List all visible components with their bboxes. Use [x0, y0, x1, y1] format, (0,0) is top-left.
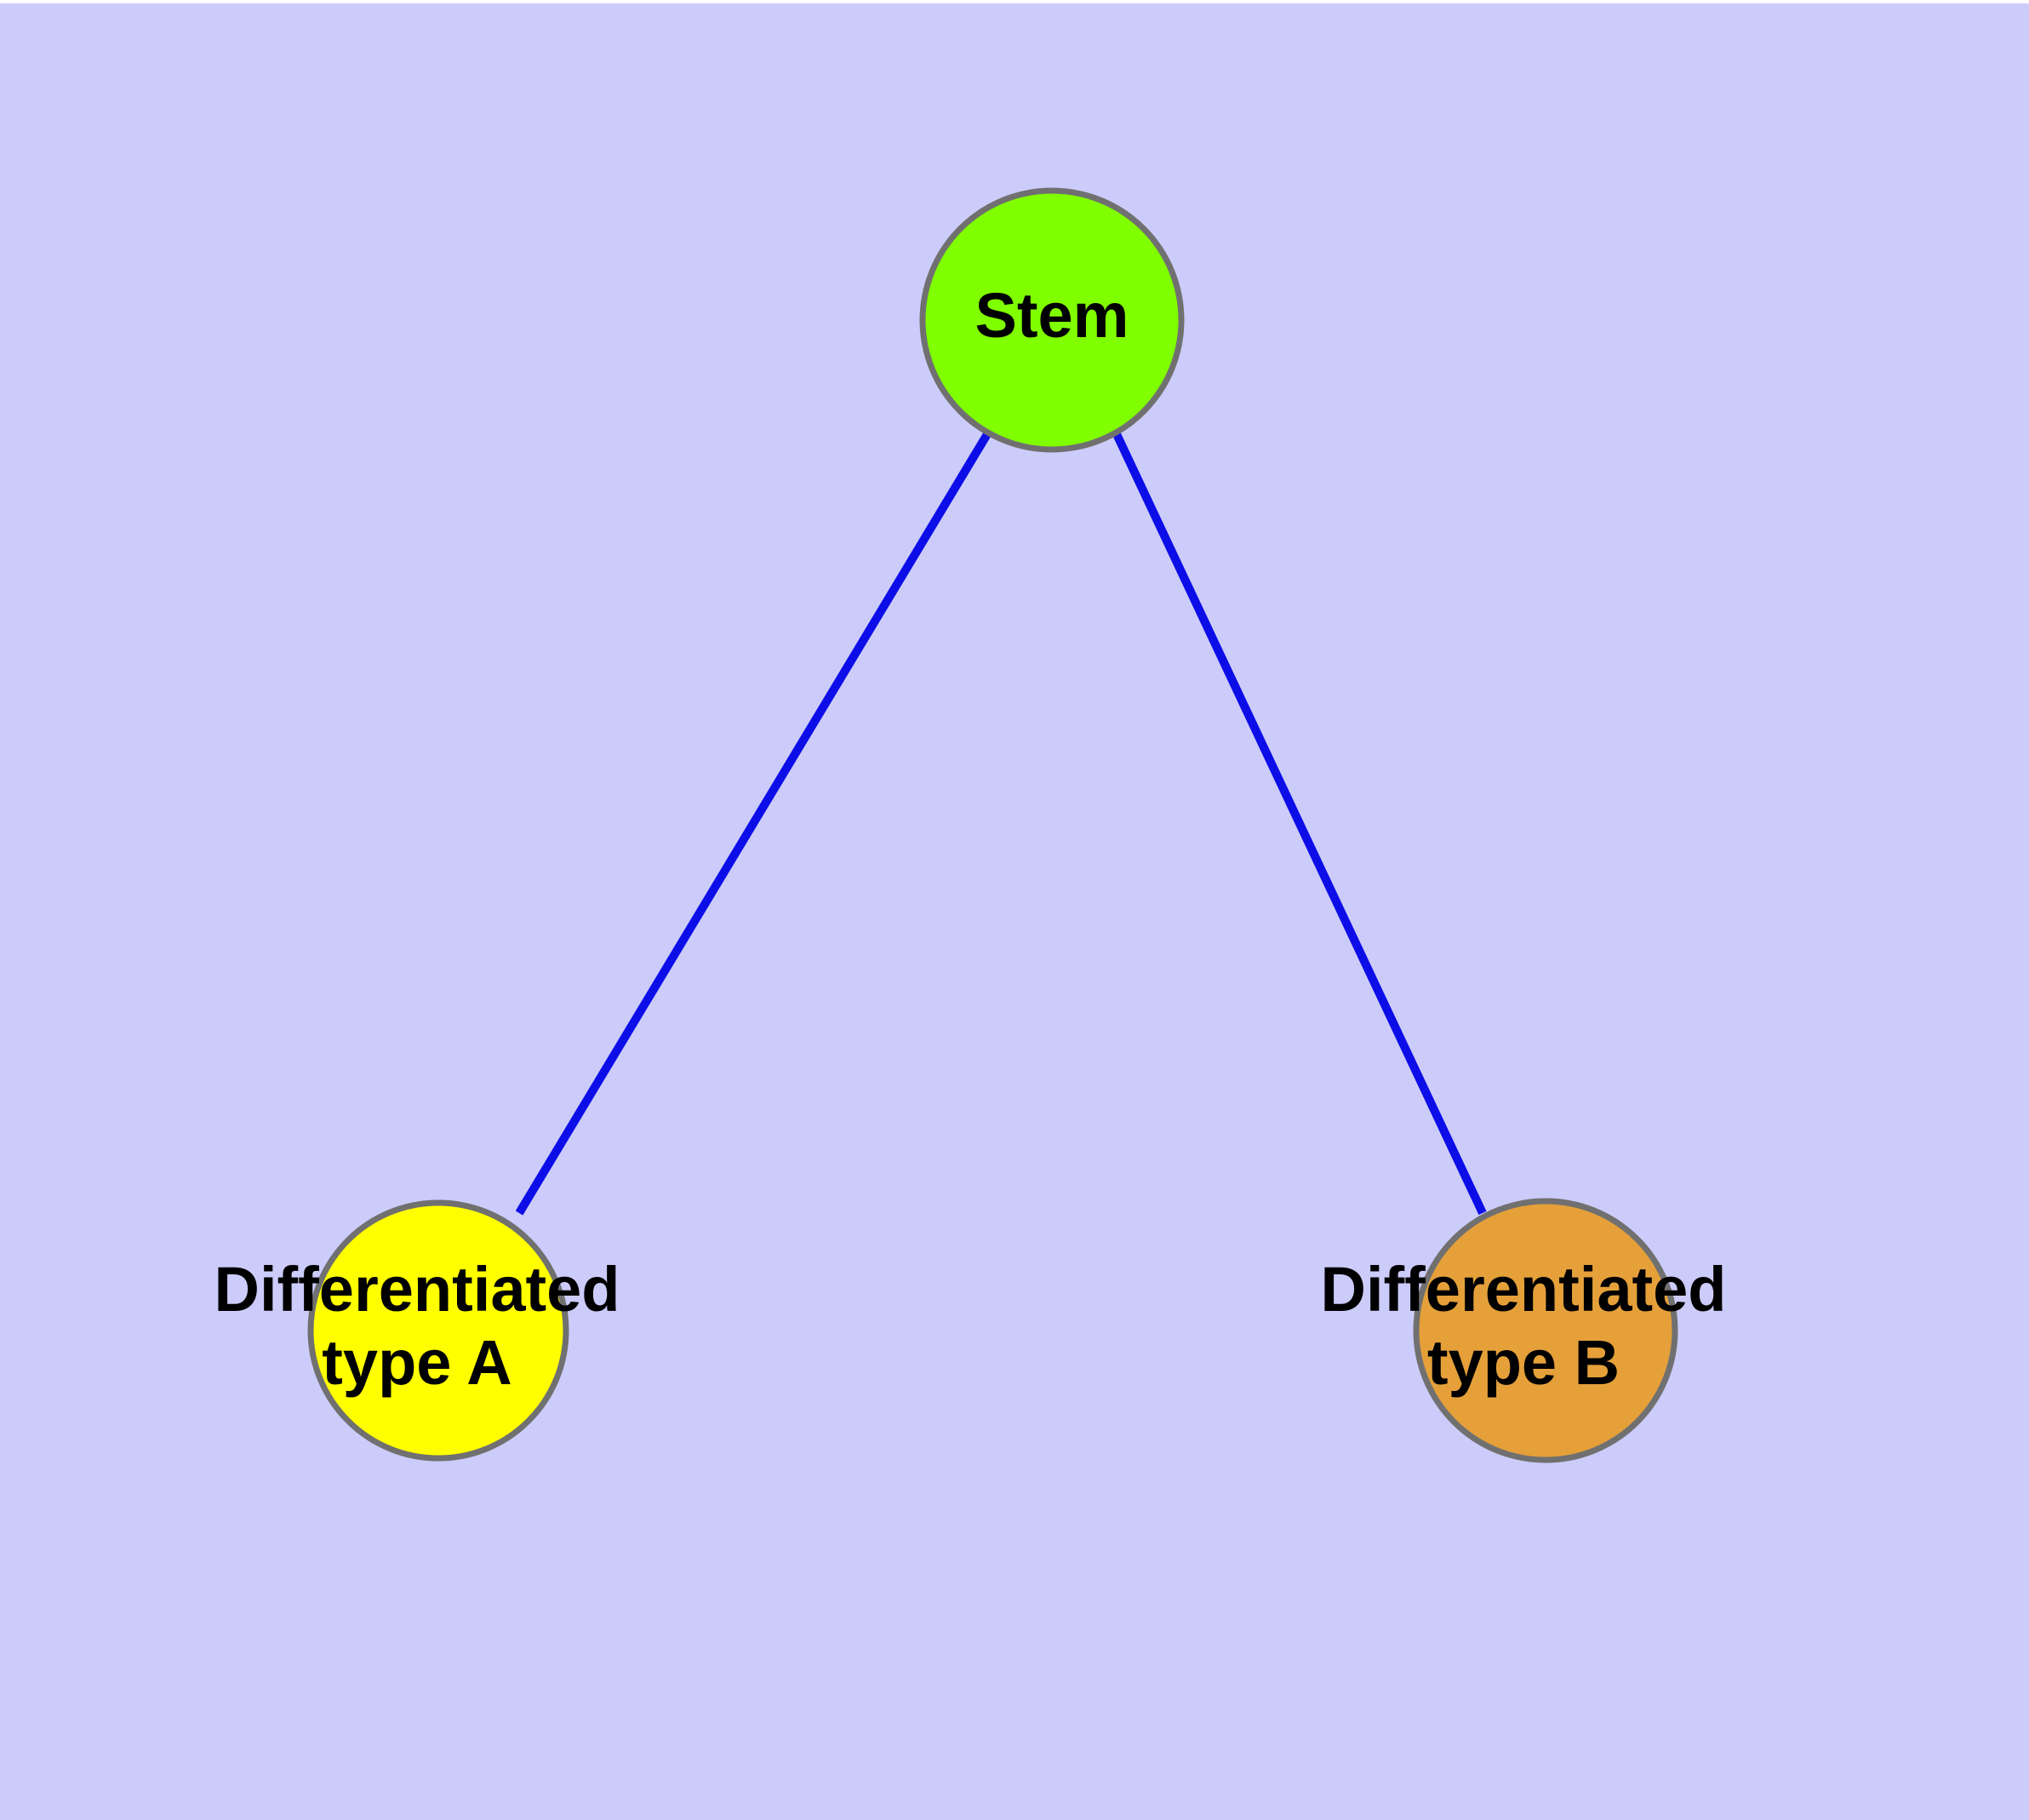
node-stem[interactable]: Stem — [919, 187, 1185, 453]
edge-stem-diff_b[interactable] — [1112, 432, 1487, 1216]
node-label-line: Differentiated — [1321, 1254, 1727, 1325]
node-circle-stem[interactable] — [919, 187, 1185, 453]
node-label-line: type B — [1427, 1327, 1620, 1398]
edge-stem-diff_a[interactable] — [515, 432, 992, 1216]
node-circle-diff_a[interactable] — [307, 1199, 569, 1462]
node-label-stem: Stem — [975, 280, 1129, 351]
node-label-line: Differentiated — [214, 1254, 620, 1325]
node-label-line: type A — [322, 1327, 512, 1398]
edges-layer — [515, 432, 1487, 1216]
node-circle-diff_b[interactable] — [1413, 1198, 1678, 1463]
node-label-line: Stem — [975, 280, 1129, 351]
